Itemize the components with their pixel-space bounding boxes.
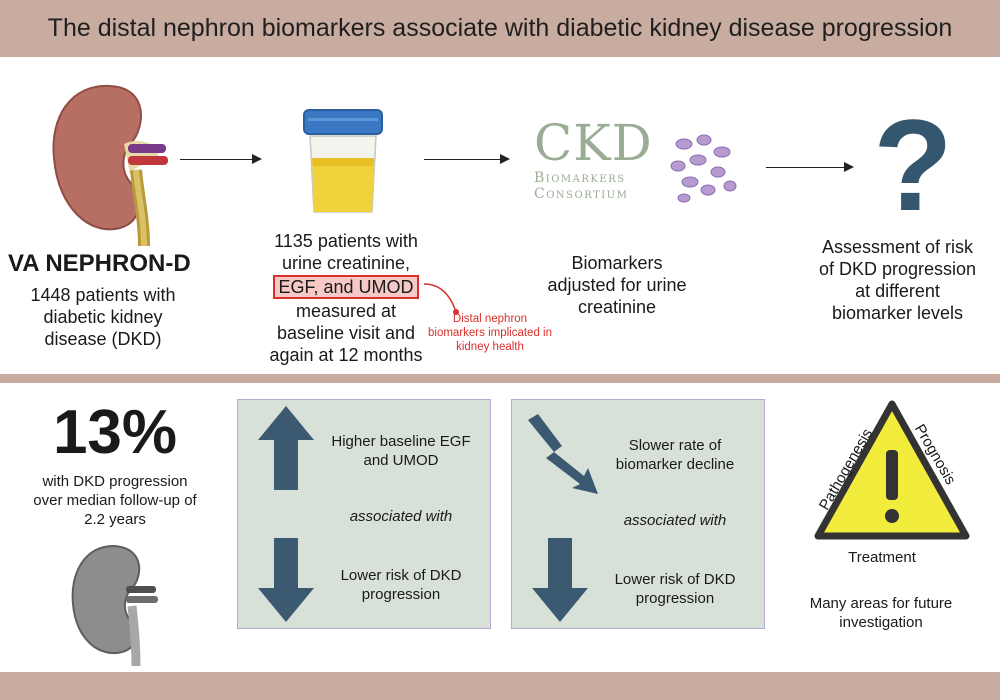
panel1-top-line: and UMOD — [363, 452, 439, 469]
flow-arrow-1 — [180, 154, 262, 164]
panel2-bottom-line: progression — [635, 590, 715, 607]
study-desc-line: diabetic kidney — [43, 307, 163, 327]
section-divider — [0, 374, 1000, 383]
consortium-desc-line: adjusted for urine — [547, 275, 687, 295]
study-name: VA NEPHRON-D — [8, 250, 191, 277]
biomarker-decline-panel: Slower rate of biomarker decline associa… — [511, 399, 765, 629]
logo-sub-text: Consortium — [534, 186, 629, 202]
study-desc-line: disease (DKD) — [44, 329, 162, 349]
study-description: 1448 patients with diabetic kidney disea… — [8, 284, 198, 350]
stat-desc-line: with DKD progression — [42, 473, 188, 490]
declining-arrow-icon — [528, 414, 598, 494]
note-line: Distal nephron — [452, 313, 528, 325]
future-desc-line: Many areas for future — [809, 595, 953, 612]
treatment-label: Treatment — [848, 549, 916, 566]
stat-desc-line: 2.2 years — [84, 511, 146, 528]
measurement-line: again at 12 months — [269, 345, 423, 365]
down-arrow-icon — [258, 538, 314, 622]
title-band — [0, 0, 1000, 57]
measurement-line: baseline visit and — [276, 323, 416, 343]
urine-sample-cup-icon — [303, 109, 383, 213]
study-desc-line: 1448 patients with — [30, 285, 176, 305]
logo-main-text: CKD — [534, 114, 653, 172]
logo-sub-text: Biomarkers — [534, 170, 626, 186]
panel2-top-line: biomarker decline — [615, 456, 735, 473]
down-arrow-icon — [532, 538, 588, 622]
assessment-desc-line: biomarker levels — [831, 303, 964, 323]
kidney-icon — [52, 84, 168, 247]
page-title: The distal nephron biomarkers associate … — [47, 14, 953, 42]
progression-stat: 13% — [52, 398, 178, 467]
panel2-bottom-line: Lower risk of DKD — [614, 571, 736, 588]
measurement-line: measured at — [295, 301, 397, 321]
panel1-bottom-line: progression — [361, 586, 441, 603]
panel1-bottom-text: Lower risk of DKD progression — [316, 566, 486, 604]
biomarker-molecules-icon — [670, 134, 737, 203]
panel1-top-line: Higher baseline EGF — [331, 433, 471, 450]
future-desc-line: investigation — [839, 614, 923, 631]
note-line: biomarkers implicated in — [428, 327, 552, 339]
consortium-desc-line: creatinine — [577, 297, 657, 317]
panel2-association: associated with — [623, 512, 727, 529]
biomarker-highlight: EGF, and UMOD — [273, 275, 419, 299]
flow-arrow-2 — [424, 154, 510, 164]
panel1-top-text: Higher baseline EGF and UMOD — [316, 432, 486, 470]
assessment-description: Assessment of risk of DKD progression at… — [800, 236, 995, 324]
baseline-biomarker-panel: Higher baseline EGF and UMOD associated … — [237, 399, 491, 629]
future-description: Many areas for future investigation — [786, 594, 976, 632]
measurement-line: urine creatinine, — [281, 253, 411, 273]
stat-desc-line: over median follow-up of — [33, 492, 197, 509]
panel2-top-line: Slower rate of — [628, 437, 722, 454]
panel1-bottom-line: Lower risk of DKD — [340, 567, 462, 584]
panel2-top-text: Slower rate of biomarker decline — [590, 436, 760, 474]
note-line: kidney health — [456, 341, 524, 353]
measurement-line: 1135 patients with — [274, 231, 418, 251]
consortium-desc-line: Biomarkers — [571, 253, 663, 273]
up-arrow-icon — [258, 406, 314, 490]
gray-kidney-icon — [71, 544, 158, 667]
consortium-description: Biomarkers adjusted for urine creatinine — [522, 252, 712, 318]
assessment-desc-line: of DKD progression — [818, 259, 977, 279]
measurement-description: 1135 patients with urine creatinine, EGF… — [254, 230, 438, 366]
warning-triangle-icon — [814, 400, 970, 540]
footer-band — [0, 672, 1000, 700]
ckd-consortium-logo: CKD Biomarkers Consortium — [534, 118, 664, 202]
biomarker-note: Distal nephron biomarkers implicated in … — [420, 312, 560, 354]
question-mark-icon: ? — [873, 92, 953, 238]
panel2-bottom-text: Lower risk of DKD progression — [590, 570, 760, 608]
annotation-connector — [423, 283, 459, 315]
flow-arrow-3 — [766, 162, 854, 172]
assessment-desc-line: at different — [855, 281, 940, 301]
stat-description: with DKD progression over median follow-… — [10, 472, 220, 529]
assessment-desc-line: Assessment of risk — [821, 237, 974, 257]
panel1-association: associated with — [349, 508, 453, 525]
